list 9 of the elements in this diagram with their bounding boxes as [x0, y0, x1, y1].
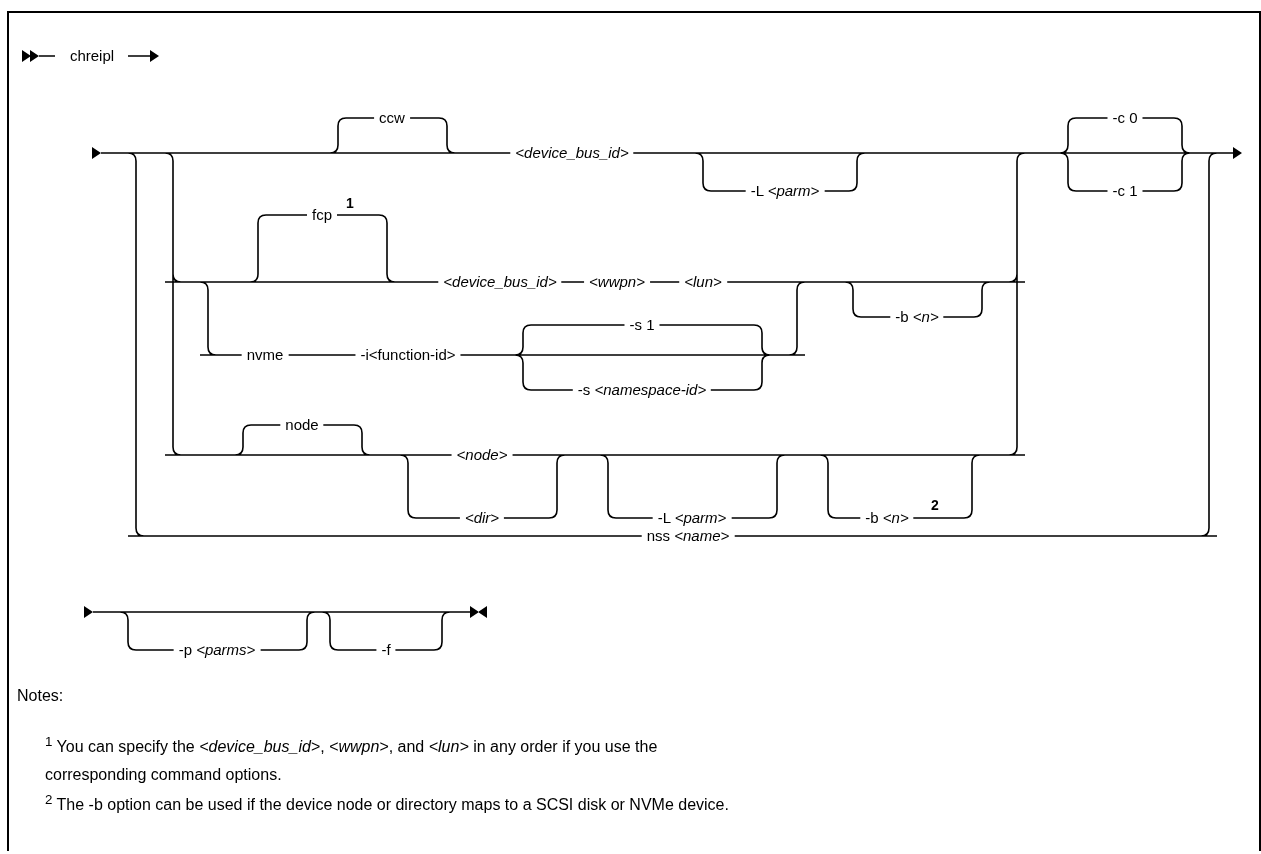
footnote-text: $^{2}$ The -b option can be used if the device node or directory maps to a SCSI disk or NVMe device. [45, 791, 730, 816]
footnote-mark: 2 [931, 496, 939, 514]
variable-label: <device_bus_id> [510, 144, 634, 162]
option-label: -s <namespace-id> [572, 381, 712, 399]
keyword-label: fcp [307, 206, 337, 224]
footnote-text: $^{1}$ You can specify the <device_bus_id>, <wwpn>, and <lun> in any order if you use the corresponding command options. [45, 733, 659, 786]
footnote-mark: 1 [346, 194, 354, 212]
variable-label: <device_bus_id> [438, 273, 562, 291]
notes-heading: Notes: [17, 686, 64, 706]
